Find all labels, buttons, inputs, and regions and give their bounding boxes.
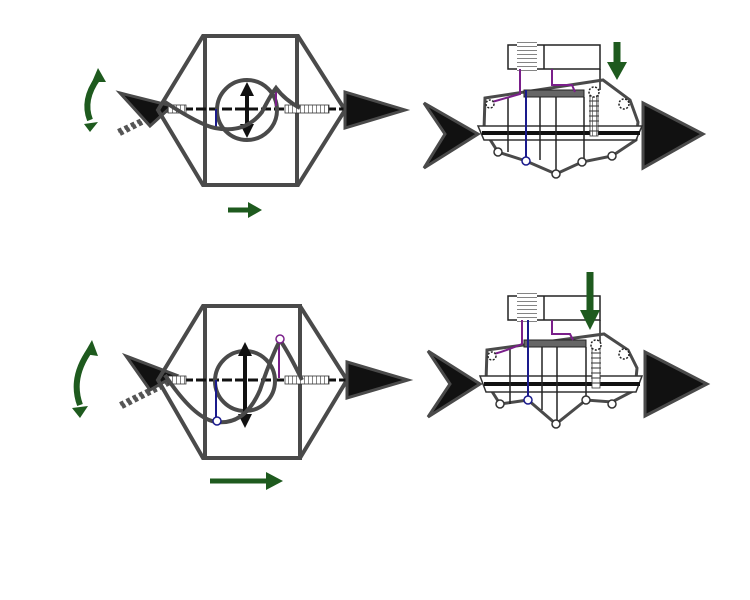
purple-wire-right bbox=[551, 69, 576, 93]
right-fin bbox=[343, 89, 411, 131]
panel-top-right bbox=[422, 40, 707, 179]
gear-top-icon bbox=[588, 86, 600, 98]
ribs bbox=[507, 97, 585, 172]
ribs-2 bbox=[509, 347, 587, 422]
gear-right-icon-2 bbox=[618, 348, 630, 360]
push-down-arrow-icon bbox=[607, 42, 627, 80]
panel-top-left bbox=[84, 34, 411, 218]
head-fin bbox=[641, 100, 707, 171]
right-fin-2 bbox=[345, 359, 414, 401]
battery-stripes bbox=[517, 40, 537, 74]
spring-right-2 bbox=[284, 375, 330, 385]
motor-block-2 bbox=[523, 339, 587, 348]
panel-bottom-right bbox=[426, 272, 711, 429]
purple-wire-left-2 bbox=[493, 320, 523, 355]
cable-2 bbox=[163, 336, 304, 425]
joints bbox=[493, 147, 617, 179]
move-right-arrow-icon-2 bbox=[210, 472, 283, 490]
gear-top-icon-2 bbox=[590, 339, 602, 351]
tail-fin-2 bbox=[426, 349, 483, 419]
joints-2 bbox=[495, 395, 617, 429]
panel-bottom-left bbox=[72, 304, 414, 490]
push-down-arrow-icon-2 bbox=[580, 272, 600, 330]
tail-fin bbox=[422, 101, 481, 170]
battery-stripes-2 bbox=[517, 291, 537, 325]
purple-wire-right-2 bbox=[551, 320, 574, 341]
motor-block bbox=[523, 89, 585, 98]
spring-right bbox=[284, 104, 330, 114]
purple-wire-left bbox=[491, 69, 521, 103]
left-fin-2 bbox=[121, 352, 180, 392]
pulley-top bbox=[275, 334, 285, 344]
head-fin-2 bbox=[643, 349, 711, 419]
gear-right-icon bbox=[618, 98, 630, 110]
rotation-arrow-icon bbox=[84, 68, 106, 132]
cable bbox=[163, 84, 301, 132]
gear-left-icon bbox=[485, 99, 495, 109]
pulley-bottom bbox=[212, 416, 222, 426]
gear-left-icon-2 bbox=[487, 351, 497, 361]
move-right-arrow-icon bbox=[228, 202, 262, 218]
rotation-arrow-icon-2 bbox=[72, 340, 98, 418]
